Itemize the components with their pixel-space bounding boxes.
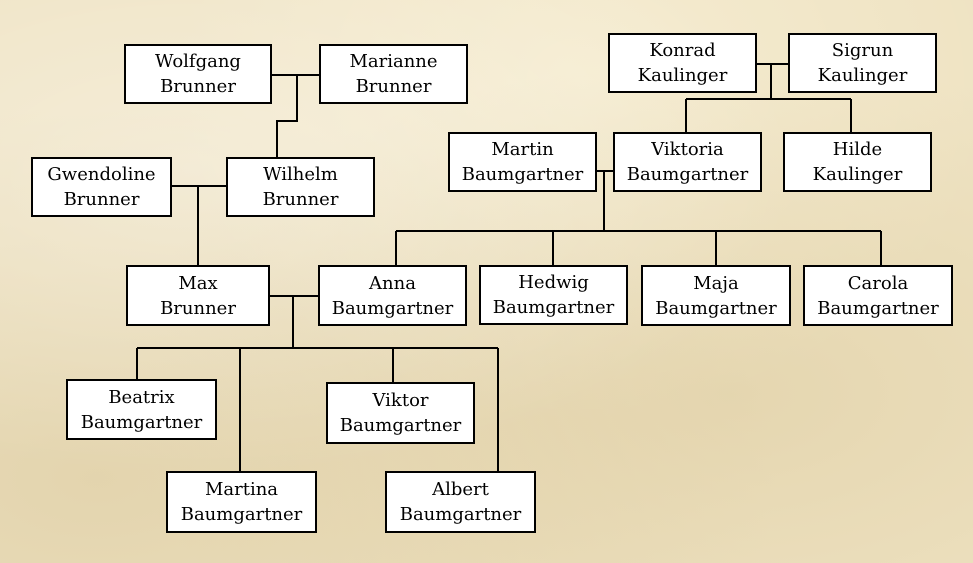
first-name: Albert bbox=[432, 479, 489, 500]
person-hilde-kaulinger: Hilde Kaulinger bbox=[783, 132, 932, 192]
last-name: Baumgartner bbox=[655, 297, 777, 319]
first-name: Beatrix bbox=[108, 386, 175, 408]
first-name: Anna bbox=[369, 272, 416, 294]
person-martina-baumgartner: Martina Baumgartner bbox=[166, 471, 317, 533]
person-maja-baumgartner: Maja Baumgartner bbox=[641, 265, 791, 326]
last-name: Kaulinger bbox=[817, 65, 908, 86]
last-name: Brunner bbox=[160, 76, 236, 97]
first-name: Viktoria bbox=[651, 139, 724, 160]
person-wilhelm-brunner: Wilhelm Brunner bbox=[226, 157, 375, 217]
first-name: Viktor bbox=[372, 390, 429, 411]
person-viktoria-baumgartner: Viktoria Baumgartner bbox=[613, 132, 762, 192]
first-name: Hedwig bbox=[518, 272, 589, 293]
first-name: Carola bbox=[847, 272, 909, 294]
last-name: Brunner bbox=[63, 189, 140, 210]
last-name: Baumgartner bbox=[461, 164, 584, 185]
person-carola-baumgartner: Carola Baumgartner bbox=[803, 265, 953, 326]
person-martin-baumgartner: Martin Baumgartner bbox=[448, 132, 597, 192]
person-beatrix-baumgartner: Beatrix Baumgartner bbox=[66, 379, 217, 440]
child-line-wilhelm bbox=[276, 75, 298, 159]
person-hedwig-baumgartner: Hedwig Baumgartner bbox=[479, 265, 628, 325]
person-max-brunner: Max Brunner bbox=[126, 265, 270, 326]
last-name: Baumgartner bbox=[331, 297, 454, 319]
first-name: Hilde bbox=[832, 139, 883, 160]
first-name: Martina bbox=[204, 479, 279, 500]
last-name: Baumgartner bbox=[626, 164, 749, 185]
last-name: Kaulinger bbox=[812, 164, 903, 185]
person-sigrun-kaulinger: Sigrun Kaulinger bbox=[788, 33, 937, 93]
last-name: Baumgartner bbox=[80, 411, 203, 433]
first-name: Konrad bbox=[649, 40, 716, 61]
last-name: Kaulinger bbox=[637, 65, 728, 86]
person-gwendoline-brunner: Gwendoline Brunner bbox=[31, 157, 172, 217]
person-anna-baumgartner: Anna Baumgartner bbox=[318, 265, 467, 326]
person-wolfgang-brunner: Wolfgang Brunner bbox=[124, 44, 272, 104]
first-name: Martin bbox=[491, 139, 554, 160]
first-name: Wolfgang bbox=[155, 51, 241, 72]
person-viktor-baumgartner: Viktor Baumgartner bbox=[326, 382, 475, 444]
first-name: Marianne bbox=[349, 51, 438, 72]
last-name: Brunner bbox=[160, 297, 236, 319]
person-albert-baumgartner: Albert Baumgartner bbox=[385, 471, 536, 533]
last-name: Baumgartner bbox=[399, 504, 522, 525]
last-name: Brunner bbox=[262, 189, 339, 210]
last-name: Brunner bbox=[355, 76, 432, 97]
last-name: Baumgartner bbox=[339, 415, 462, 436]
first-name: Maja bbox=[693, 272, 739, 294]
person-marianne-brunner: Marianne Brunner bbox=[319, 44, 468, 104]
first-name: Gwendoline bbox=[47, 164, 156, 185]
person-konrad-kaulinger: Konrad Kaulinger bbox=[608, 33, 757, 93]
first-name: Max bbox=[178, 272, 218, 294]
first-name: Wilhelm bbox=[263, 164, 338, 185]
last-name: Baumgartner bbox=[492, 297, 615, 318]
first-name: Sigrun bbox=[831, 40, 894, 61]
last-name: Baumgartner bbox=[817, 297, 939, 319]
last-name: Baumgartner bbox=[180, 504, 303, 525]
